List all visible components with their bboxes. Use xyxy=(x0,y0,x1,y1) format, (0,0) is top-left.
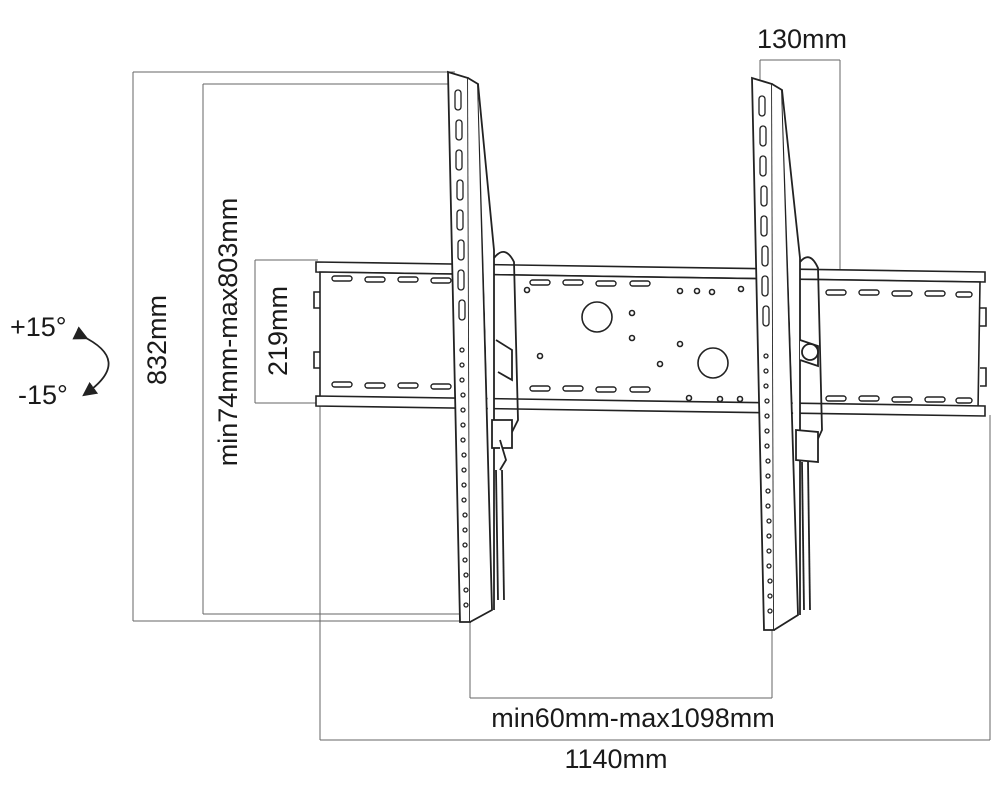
total-width-label: 1140mm xyxy=(564,744,667,774)
depth-label: 130mm xyxy=(757,24,847,54)
horizontal-spacing-label: min60mm-max1098mm xyxy=(491,703,775,733)
tilt-down-label: -15° xyxy=(18,380,68,410)
right-vertical-arm xyxy=(751,76,823,631)
tilt-arc-icon xyxy=(72,326,110,397)
wall-plate-height-label: 219mm xyxy=(263,286,293,376)
left-arm-slots xyxy=(454,89,469,608)
wall-plate-slots xyxy=(331,275,973,404)
tilt-up-label: +15° xyxy=(10,312,67,342)
right-arm-slots xyxy=(758,95,773,614)
wall-plate-holes xyxy=(523,285,745,403)
dimension-lines xyxy=(132,59,991,741)
total-height-label: 832mm xyxy=(142,295,172,385)
vertical-spacing-label: min74mm-max803mm xyxy=(213,198,243,467)
